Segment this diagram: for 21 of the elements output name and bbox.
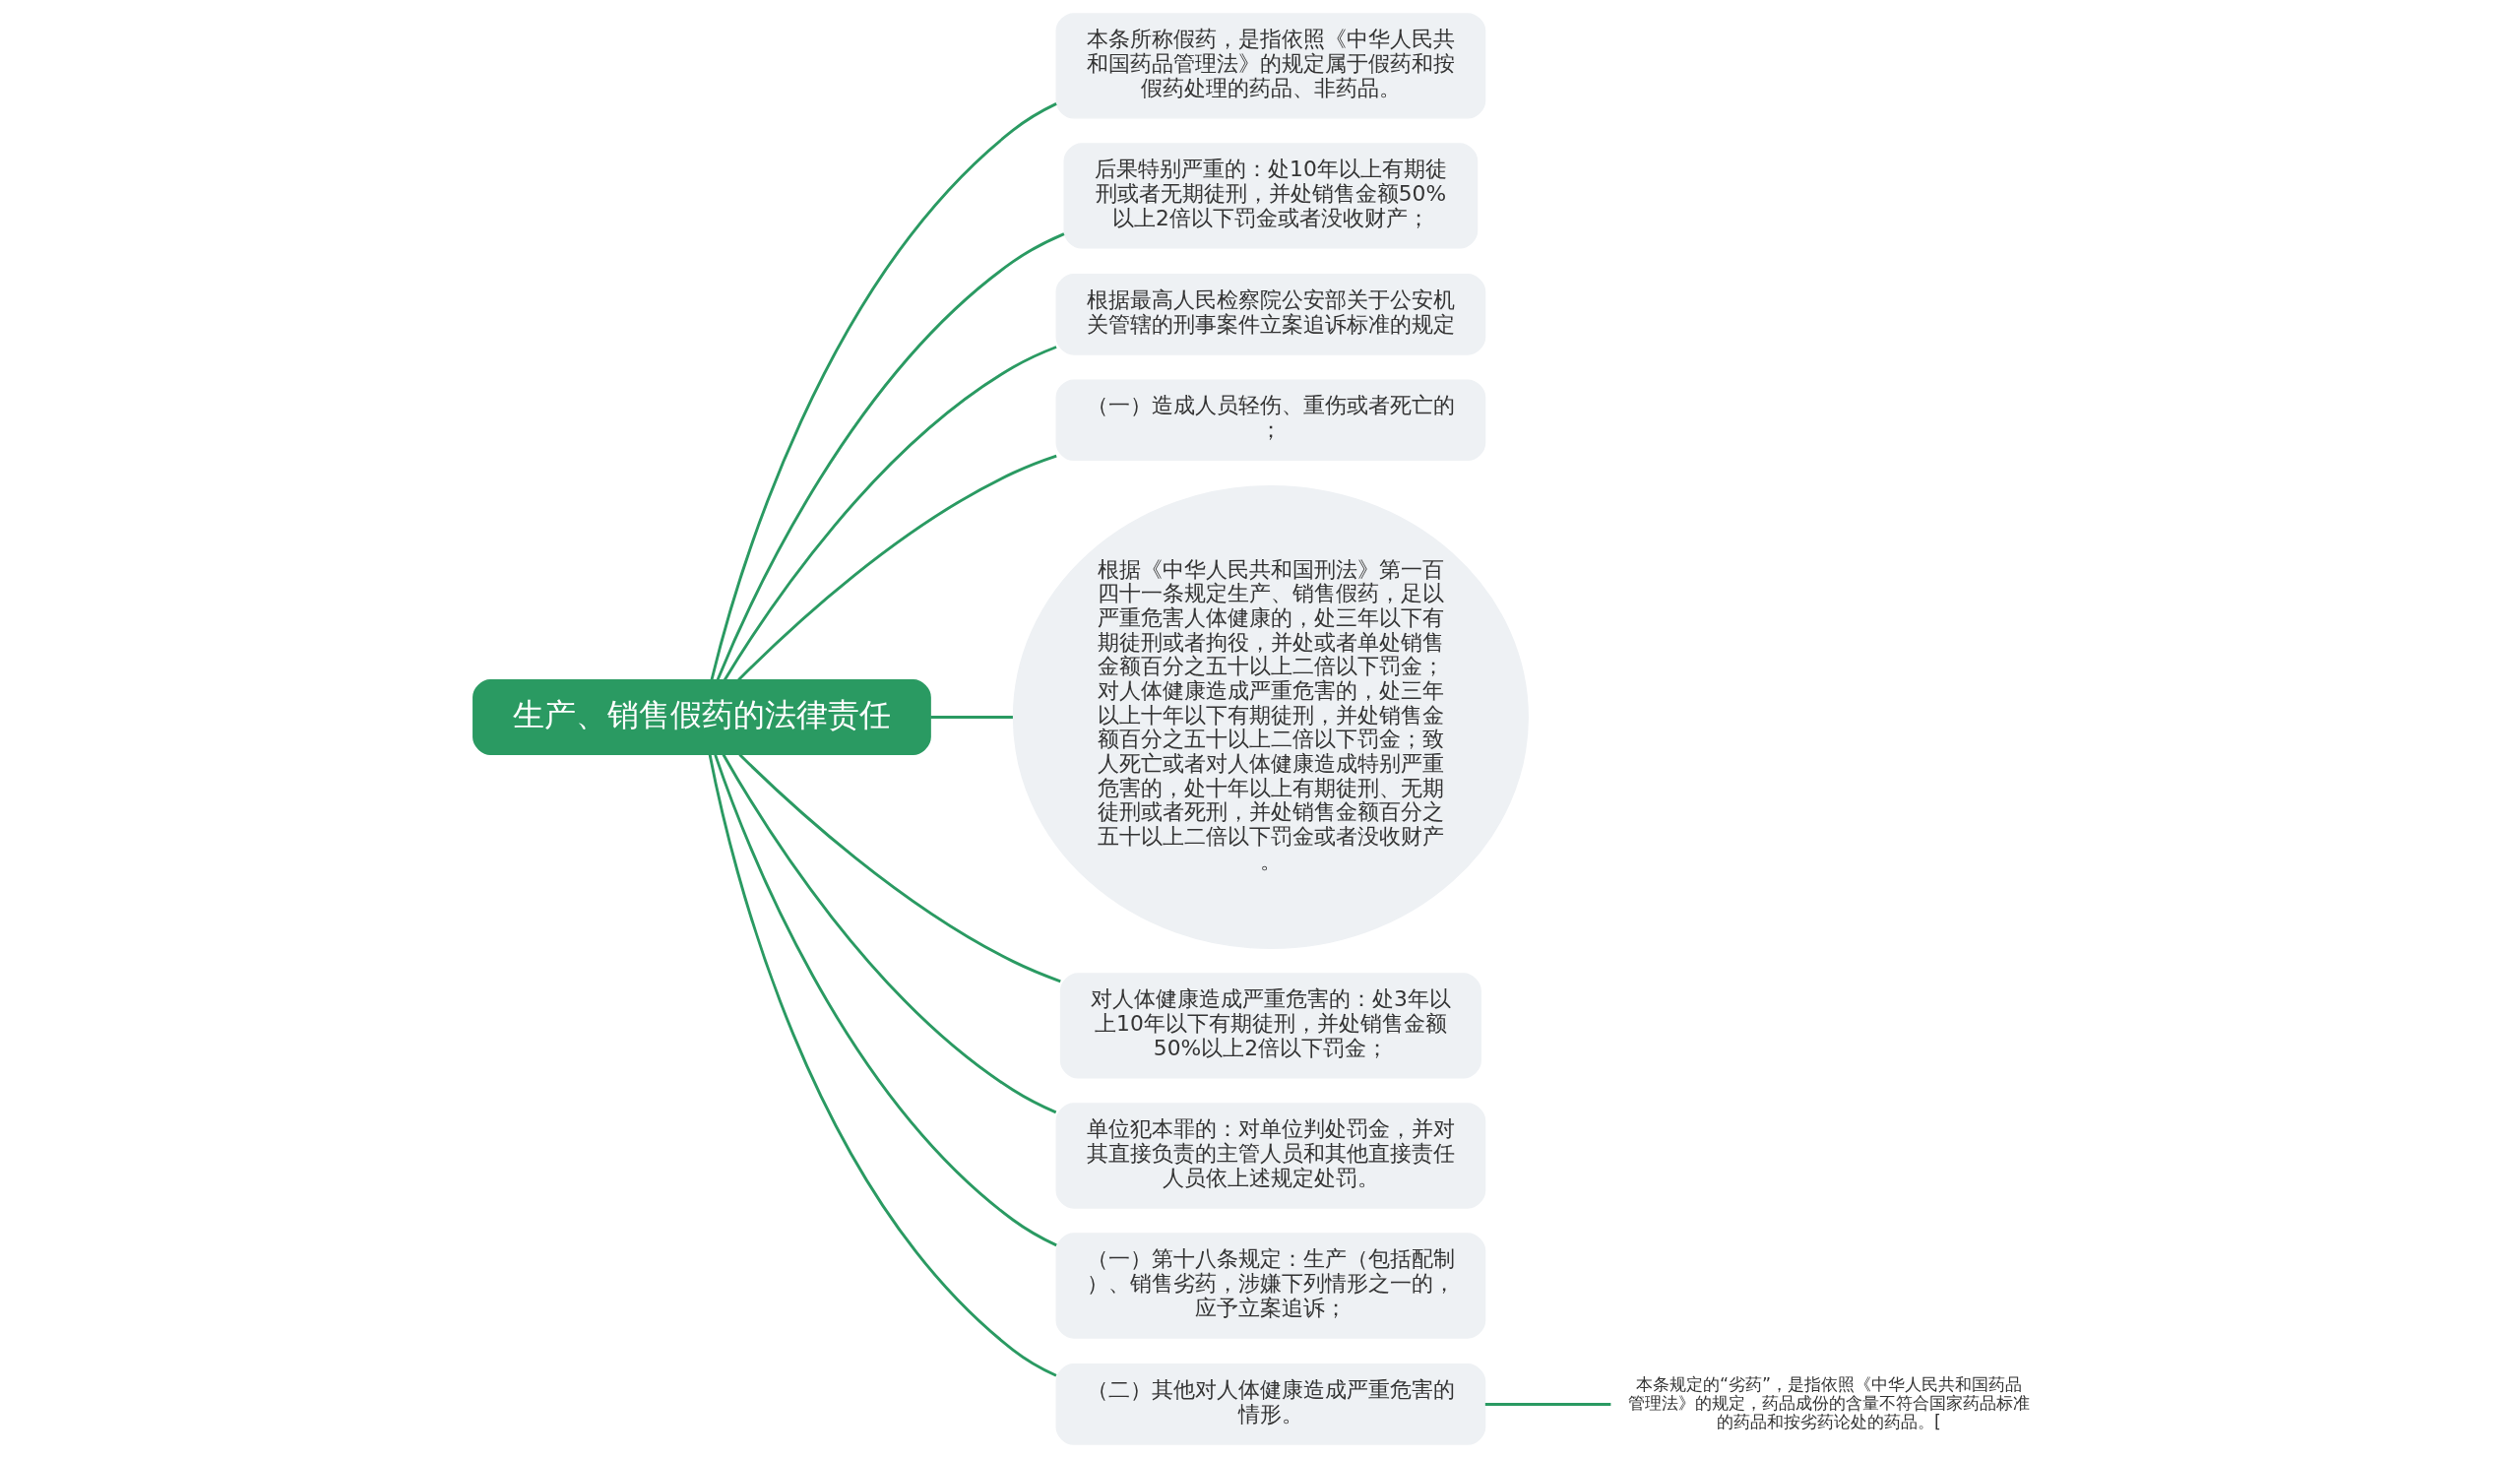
node-box: （一）造成人员轻伤、重伤或者死亡的；: [1055, 379, 1486, 462]
node-ellipse: 根据《中华人民共和国刑法》第一百四十一条规定生产、销售假药，足以严重危害人体健康的，处三年以下有期徒刑或者拘役，并处或者单处销售金额百分之五十以上二倍以下罚金；对人体健康造成严重危害的，处三年以上十年以下有期徒刑，并处销售金额百分之五十以上二倍以下罚金；致人死亡或者对人体健康造成特别严重危害的，处十年以上有期徒刑、无期徒刑或者死刑，并处销售金额百分之五十以上二倍以下罚金或者没收财产。: [1012, 484, 1529, 950]
connector: [710, 102, 1057, 680]
connector: [716, 232, 1065, 681]
node-box: （一）第十八条规定：生产（包括配制）、销售劣药，涉嫌下列情形之一的，应予立案追诉；: [1055, 1233, 1486, 1339]
node-box: 生产、销售假药的法律责任: [472, 679, 931, 755]
connector: [1484, 1403, 1611, 1406]
node-box: 本条所称假药，是指依照《中华人民共和国药品管理法》的规定属于假药和按假药处理的药品、非药品。: [1055, 13, 1486, 119]
node-box: 单位犯本罪的：对单位判处罚金，并对其直接负责的主管人员和其他直接责任人员依上述规定处罚。: [1055, 1103, 1486, 1209]
connector: [708, 754, 1057, 1377]
node-box: 对人体健康造成严重危害的：处3年以上10年以下有期徒刑，并处销售金额50%以上2倍以下罚金；: [1059, 973, 1481, 1079]
node-box: 后果特别严重的：处10年以上有期徒刑或者无期徒刑，并处销售金额50%以上2倍以下罚金或者没收财产；: [1063, 143, 1479, 249]
connector: [930, 716, 1013, 719]
node-text: 本条规定的“劣药”，是指依照《中华人民共和国药品管理法》的规定，药品成份的含量不符合国家药品标准的药品和按劣药论处的药品。[: [1627, 1374, 2030, 1431]
node-box: 根据最高人民检察院公安部关于公安机关管辖的刑事案件立案追诉标准的规定: [1055, 274, 1486, 355]
connector: [737, 454, 1057, 681]
connector: [714, 754, 1057, 1247]
node-box: （二）其他对人体健康造成严重危害的情形。: [1055, 1363, 1486, 1445]
connector: [722, 753, 1057, 1114]
connector: [738, 753, 1061, 983]
connector: [723, 346, 1057, 681]
